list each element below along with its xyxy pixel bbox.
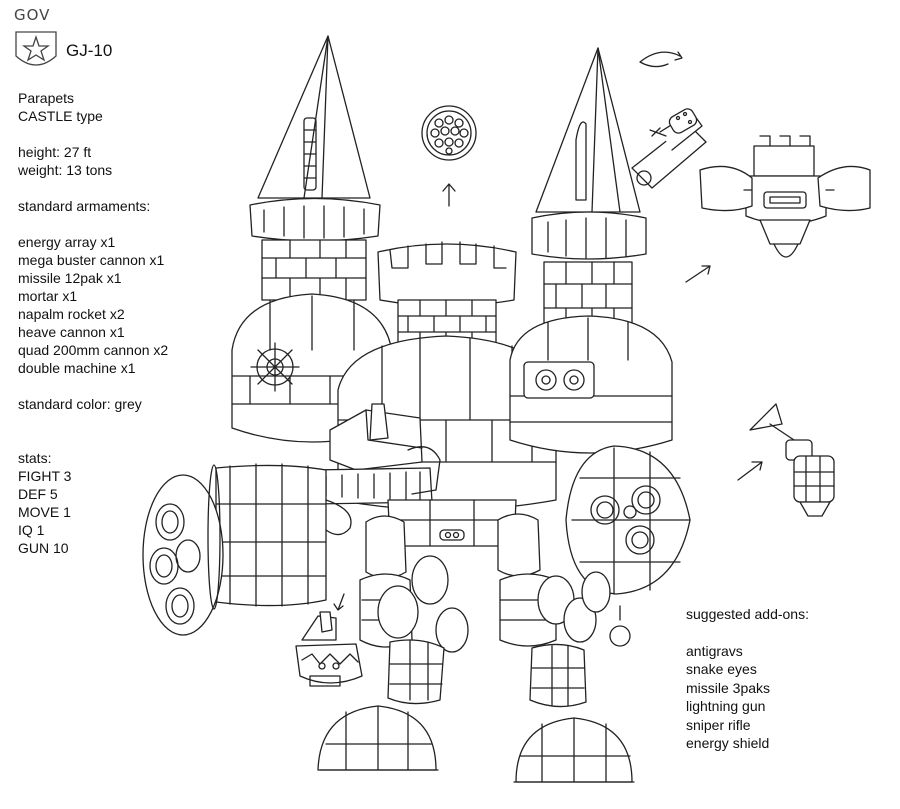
armament-item: mortar x1	[18, 288, 78, 304]
addons-list: suggested add-ons: antigravs snake eyes …	[686, 605, 809, 753]
emblem-label: GOV	[14, 6, 51, 24]
armament-item: heave cannon x1	[18, 324, 125, 340]
weight-line: weight: 13 tons	[18, 162, 113, 178]
spec-sheet: Parapets CASTLE type height: 27 ft weigh…	[18, 89, 168, 557]
addon-item: energy shield	[686, 735, 770, 751]
stat-item: DEF 5	[18, 486, 58, 502]
addon-item: antigravs	[686, 642, 743, 659]
stat-item: IQ 1	[18, 522, 45, 538]
robot-type: CASTLE type	[18, 108, 103, 124]
addons-title: suggested add-ons:	[686, 606, 809, 622]
armament-item: quad 200mm cannon x2	[18, 342, 169, 358]
armament-item: napalm rocket x2	[18, 306, 125, 322]
addon-item: sniper rifle	[686, 716, 751, 733]
height-line: height: 27 ft	[18, 144, 92, 160]
armament-item: mega buster cannon x1	[18, 252, 165, 268]
star-shield-icon	[10, 8, 62, 78]
stat-item: GUN 10	[18, 540, 69, 556]
standard-color: standard color: grey	[18, 396, 142, 412]
stat-item: FIGHT 3	[18, 468, 72, 484]
stats-title: stats:	[18, 450, 52, 466]
armaments-title: standard armaments:	[18, 198, 151, 214]
robot-name: Parapets	[18, 90, 75, 106]
armament-item: missile 12pak x1	[18, 270, 122, 286]
stat-item: MOVE 1	[18, 504, 71, 520]
addon-item: snake eyes	[686, 661, 757, 677]
model-number: GJ-10	[66, 41, 113, 60]
addon-item: lightning gun	[686, 698, 766, 714]
addon-item: missile 3paks	[686, 679, 771, 696]
armament-item: energy array x1	[18, 234, 116, 250]
armament-item: double machine x1	[18, 360, 136, 376]
